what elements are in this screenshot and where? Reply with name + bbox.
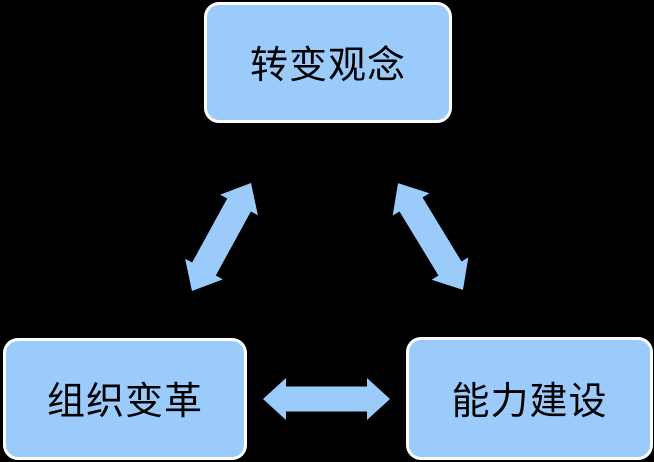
node-capability-building: 能力建设 bbox=[406, 337, 653, 460]
double-arrow-top-bottomright-icon bbox=[392, 183, 469, 290]
node-change-mindset: 转变观念 bbox=[204, 2, 452, 123]
node-change-mindset-label: 转变观念 bbox=[249, 44, 406, 87]
double-arrow-bottomleft-bottomright-icon bbox=[263, 378, 390, 420]
node-organizational-change-label: 组织变革 bbox=[46, 381, 203, 423]
double-arrow-top-bottomleft-icon bbox=[185, 183, 258, 291]
node-organizational-change: 组织变革 bbox=[3, 338, 247, 460]
node-capability-building-label: 能力建设 bbox=[451, 380, 608, 423]
